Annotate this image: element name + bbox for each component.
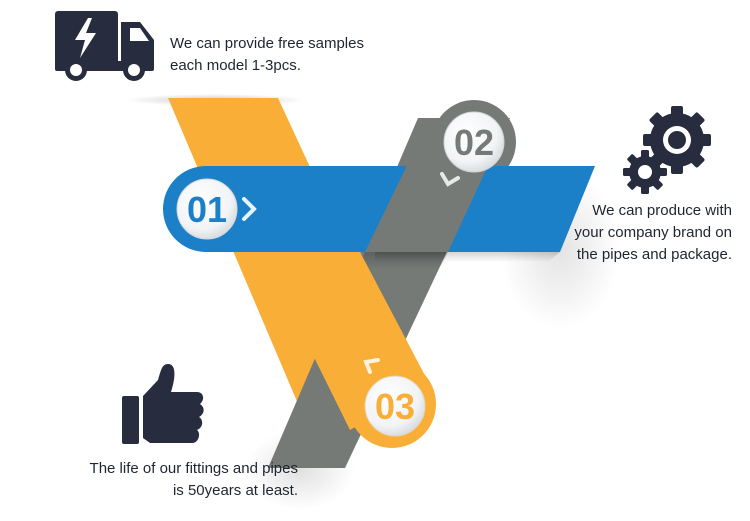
branding-caption: We can produce with your company brand o… [500,200,732,266]
branding-caption-line-1: We can produce with [592,202,732,219]
step-03-number: 03 [375,386,415,427]
delivery-truck-icon [55,11,154,81]
step-01-number: 01 [187,189,227,230]
lifetime-caption: The life of our fittings and pipes is 50… [40,458,298,502]
step-01-badge: 01 [176,178,238,240]
thumbs-up-icon [122,364,204,444]
gears-icon [623,106,711,194]
samples-caption-line-2: each model 1-3pcs. [170,57,301,74]
branding-caption-line-3: the pipes and package. [576,246,732,263]
lifetime-caption-line-2: is 50years at least. [172,482,298,499]
lifetime-caption-line-1: The life of our fittings and pipes [89,460,298,477]
step-02-badge: 02 [443,111,505,173]
step-03-badge: 03 [364,375,426,437]
samples-caption-line-1: We can provide free samples [170,35,364,52]
step-01-arrow-icon [242,197,257,221]
branding-caption-line-2: your company brand on [574,224,732,241]
step-03-arrow-icon [363,358,380,374]
samples-caption: We can provide free samples each model 1… [170,33,430,77]
step-02-number: 02 [454,122,494,163]
step-02-arrow-icon [440,172,460,187]
